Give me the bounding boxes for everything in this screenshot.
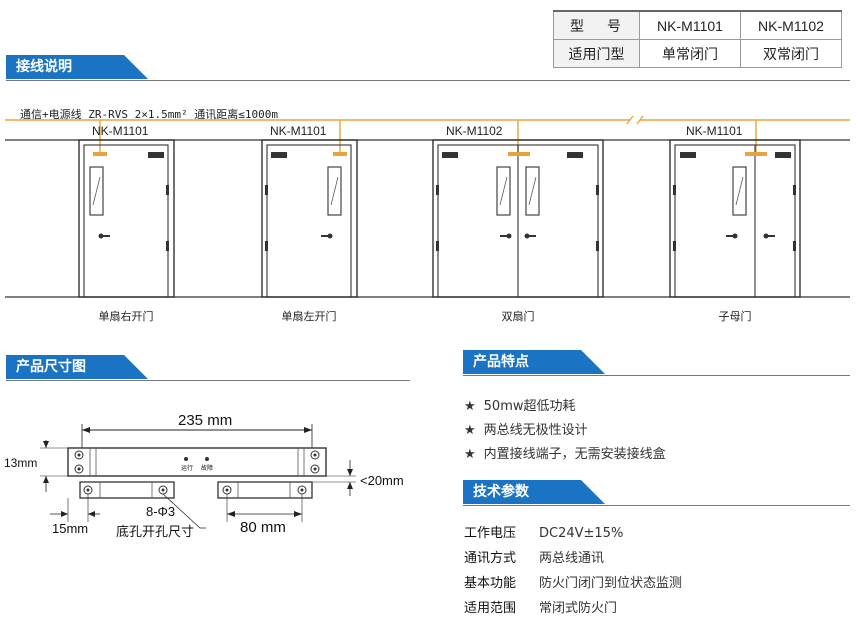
offset-dimension: 15mm [52,521,89,536]
spec-row: 通讯方式 两总线通讯 [464,547,604,566]
model-header-cell: 型 号 [553,10,640,40]
door-double [432,139,604,298]
section-tab-shape [6,355,148,379]
specs-title: 技术参数 [473,484,529,500]
spec-key: 工作电压 [464,526,517,541]
door-1-label: 单扇右开门 [98,310,154,323]
feature-item: ★ 内置接线端子，无需安装接线盒 [464,443,666,462]
door-type-2: 双常闭门 [740,39,842,68]
spec-key: 基本功能 [464,576,517,591]
length-dimension: 235 mm [178,412,233,429]
features-section-header: 产品特点 [463,350,850,376]
cable-spec-text: 通信+电源线 ZR-RVS 2×1.5mm² 通讯距离≤1000m [20,108,278,121]
door-3-label: 双扇门 [501,310,535,323]
model-header-char-2: 号 [607,17,621,34]
wiring-section-header: 接线说明 [6,55,850,81]
section-tab-shape [463,350,605,374]
door-4-model: NK-M1101 [686,124,743,138]
spec-value: 防火门闭门到位状态监测 [539,576,683,591]
door-3-model: NK-M1102 [446,124,503,138]
dimensions-title: 产品尺寸图 [16,359,86,375]
section-tab-shape [463,480,605,504]
door-type-1: 单常闭门 [639,39,741,68]
spacing-dimension: 80 mm [240,519,286,536]
spec-key: 适用范围 [464,601,517,616]
led-fault-label: 故障 [201,465,214,472]
section-rule [463,375,850,376]
features-title: 产品特点 [473,354,529,370]
spec-row: 基本功能 防火门闭门到位状态监测 [464,572,682,591]
section-rule [6,380,410,381]
spec-key: 通讯方式 [464,551,517,566]
spec-row: 适用范围 常闭式防火门 [464,597,617,616]
model-header-char-1: 型 [570,17,584,34]
hole-caption: 底孔开孔尺寸 [116,525,195,540]
section-rule [6,80,850,81]
spec-value: 两总线通讯 [539,551,605,566]
feature-item: ★ 50mw超低功耗 [464,395,576,414]
depth-dimension: <20mm [360,473,404,488]
section-rule [463,505,850,506]
model-table: 型 号 NK-M1101 NK-M1102 适用门型 单常闭门 双常闭门 [553,10,842,68]
dimension-drawing [40,424,356,529]
star-icon: ★ [464,399,476,414]
door-single-left [261,139,358,298]
holes-count: 8-Φ3 [146,504,176,519]
spec-value: 常闭式防火门 [539,601,618,616]
door-1-model: NK-M1101 [92,124,149,138]
door-2-model: NK-M1101 [270,124,327,138]
wiring-diagram [5,115,850,298]
star-icon: ★ [464,423,476,438]
door-type-row-label: 适用门型 [553,39,640,68]
specs-section-header: 技术参数 [463,480,850,506]
feature-text: 内置接线端子，无需安装接线盒 [483,447,666,462]
feature-item: ★ 两总线无极性设计 [464,419,588,438]
led-run-label: 运行 [181,465,194,472]
spec-row: 工作电压 DC24V±15% [464,522,623,541]
section-tab-shape [6,55,148,79]
spec-value: DC24V±15% [539,526,624,541]
dimensions-section-header: 产品尺寸图 [6,355,410,381]
door-4-label: 子母门 [718,310,752,323]
model-1: NK-M1101 [639,10,741,40]
wiring-title: 接线说明 [16,59,72,75]
door-single-right [78,139,175,298]
feature-text: 两总线无极性设计 [483,423,588,438]
door-2-label: 单扇左开门 [281,310,337,323]
star-icon: ★ [464,447,476,462]
door-mother-son [669,139,801,298]
feature-text: 50mw超低功耗 [483,399,576,414]
height-dimension: 13mm [4,456,38,470]
model-2: NK-M1102 [740,10,842,40]
